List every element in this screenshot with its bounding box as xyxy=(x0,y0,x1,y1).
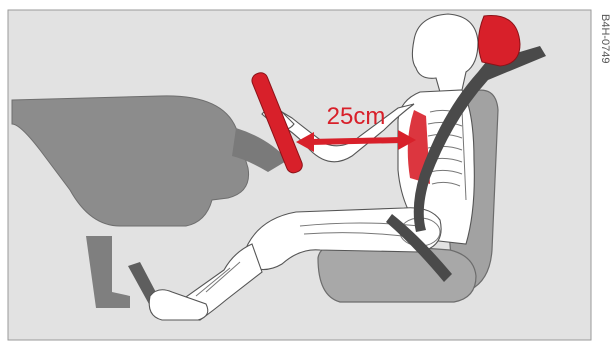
distance-label: 25cm xyxy=(327,103,386,130)
figure-code-label: B4H-0749 xyxy=(599,14,611,64)
